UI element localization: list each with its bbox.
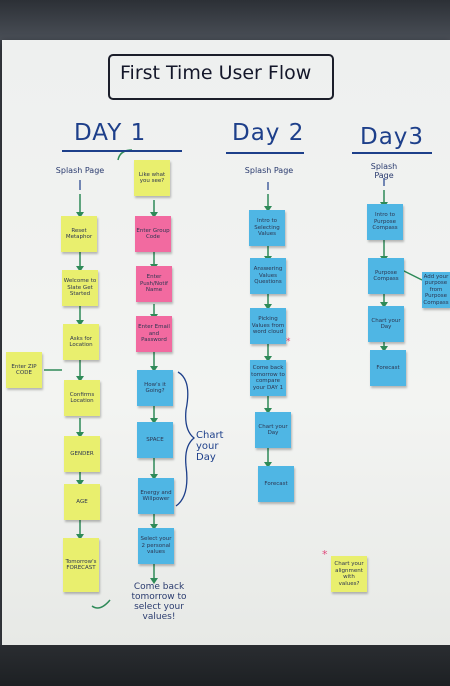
sticky-note: Enter Group Code (135, 216, 171, 252)
sticky-note: Tomorrow's FORECAST (63, 538, 99, 592)
sticky-note: Confirms Location (64, 380, 100, 416)
sticky-note: Forecast (258, 466, 294, 502)
day3-underline (352, 152, 432, 154)
day2-heading: Day 2 (232, 120, 305, 146)
sticky-note: Intro to Purpose Compass (367, 204, 403, 240)
sticky-note: Picking Values from word cloud (250, 308, 286, 344)
day1-underline (62, 150, 182, 152)
title-frame (108, 54, 334, 100)
sticky-note: Enter Email and Password (136, 316, 172, 352)
sticky-note: Enter Push/Notif Name (136, 266, 172, 302)
wall-background (0, 0, 450, 40)
sticky-note: Reset Metaphor (61, 216, 97, 252)
brace-label: Chart your Day (196, 430, 224, 463)
svg-text:*: * (322, 548, 328, 561)
sticky-note: Purpose Compass (368, 258, 404, 294)
sticky-note: Chart your Day (368, 306, 404, 342)
day3-heading: Day3 (360, 124, 425, 150)
sticky-note: GENDER (64, 436, 100, 472)
sticky-note: Energy and Willpower (138, 478, 174, 514)
day3-splash-label: Splash Page (370, 162, 398, 180)
sticky-note: AGE (64, 484, 100, 520)
sticky-note: Enter ZIP CODE (6, 352, 42, 388)
day2-underline (226, 152, 304, 154)
floor (0, 645, 450, 686)
footer-note: Come back tomorrow to select your values… (131, 582, 187, 622)
sticky-note: How's it Going? (137, 370, 173, 406)
page-title: First Time User Flow (120, 62, 312, 84)
day2-splash-label: Splash Page (244, 166, 294, 175)
sticky-note: Welcome to Slate Get Started (62, 270, 98, 306)
sticky-note: Chart your alignment with values? (331, 556, 367, 592)
sticky-note: SPACE (137, 422, 173, 458)
sticky-note: Asks for Location (63, 324, 99, 360)
sticky-note: Forecast (370, 350, 406, 386)
sticky-note: Add your purpose from Purpose Compass (422, 272, 450, 308)
sticky-note: Select your 2 personal values (138, 528, 174, 564)
svg-text:*: * (286, 337, 291, 347)
sticky-note: Come back tomorrow to compare your DAY 1 (250, 360, 286, 396)
day1-heading: DAY 1 (74, 120, 147, 146)
sticky-note: Intro to Selecting Values (249, 210, 285, 246)
sticky-note: Chart your Day (255, 412, 291, 448)
sticky-note: Like what you see? (134, 160, 170, 196)
sticky-note: Answering Values Questions (250, 258, 286, 294)
day1-splash-label: Splash Page (55, 166, 105, 175)
